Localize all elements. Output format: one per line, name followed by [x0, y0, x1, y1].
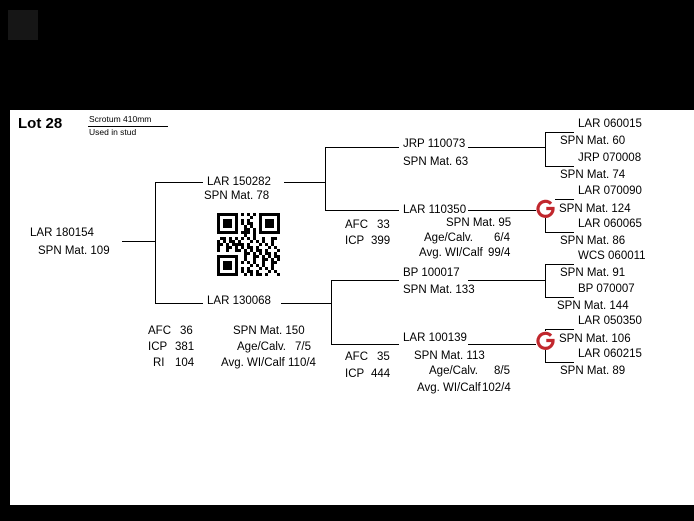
sire-spn: SPN Mat. 78: [204, 190, 270, 202]
dam-stat-afc-label: AFC: [148, 325, 171, 337]
dam-stat-ri-label: RI: [153, 357, 165, 369]
dam-dam-stat-avg-label: Avg. WI/Calf: [417, 382, 481, 394]
sire-dam-stat-avg-label: Avg. WI/Calf: [419, 247, 483, 259]
dam-dam-stat-avg-value: 102/4: [482, 382, 511, 394]
letterbox-artifact: [8, 10, 38, 40]
dam-sire-id: BP 100017: [403, 267, 460, 279]
pedigree-connector-line: [468, 210, 545, 211]
great-grandparent-id: BP 070007: [578, 283, 635, 295]
pedigree-connector-line: [545, 132, 546, 166]
dam-dam-stat-icp-value: 444: [371, 368, 391, 380]
dam-spn: SPN Mat. 150: [233, 325, 305, 337]
pedigree-connector-line: [281, 303, 331, 304]
pedigree-connector-line: [325, 147, 326, 210]
great-grandparent-id: LAR 060015: [578, 118, 642, 130]
great-grandparent-spn: SPN Mat. 89: [560, 365, 626, 377]
pedigree-connector-line: [545, 199, 574, 200]
pedigree-connector-line: [331, 344, 399, 345]
sire-dam-stat-avg-value: 99/4: [488, 247, 511, 259]
sire-dam-stat-afc-label: AFC: [345, 219, 368, 231]
pedigree-connector-line: [155, 182, 156, 303]
scrotum-note: Scrotum 410mm: [89, 114, 152, 124]
dam-dam-id: LAR 100139: [403, 332, 467, 344]
qr-code: [217, 213, 280, 281]
pedigree-connector-line: [284, 182, 325, 183]
sire-dam-stat-icp-value: 399: [371, 235, 391, 247]
pedigree-connector-line: [155, 182, 203, 183]
great-grandparent-spn: SPN Mat. 124: [559, 203, 631, 215]
dam-stat-avg-label: Avg. WI/Calf: [221, 357, 285, 369]
sire-dam-stat-age-label: Age/Calv.: [424, 232, 474, 244]
pedigree-connector-line: [545, 264, 574, 265]
pedigree-connector-line: [468, 147, 545, 148]
dam-stat-icp-value: 381: [175, 341, 195, 353]
subject-spn: SPN Mat. 109: [38, 245, 110, 257]
great-grandparent-spn: SPN Mat. 86: [560, 235, 626, 247]
dam-stat-age-label: Age/Calv.: [237, 341, 287, 353]
pedigree-connector-line: [468, 344, 545, 345]
dam-dam-spn: SPN Mat. 113: [414, 350, 485, 362]
dam-id: LAR 130068: [207, 295, 271, 307]
dam-sire-spn: SPN Mat. 133: [403, 284, 475, 296]
sire-dam-stat-icp-label: ICP: [345, 235, 365, 247]
pedigree-connector-line: [545, 132, 574, 133]
great-grandparent-id: JRP 070008: [578, 152, 642, 164]
great-grandparent-spn: SPN Mat. 60: [560, 135, 626, 147]
great-grandparent-id: LAR 070090: [578, 185, 642, 197]
pedigree-connector-line: [545, 264, 546, 297]
sire-dam-stat-age-value: 6/4: [494, 232, 510, 244]
pedigree-connector-line: [331, 280, 332, 344]
sire-dam-stat-afc-value: 33: [377, 219, 390, 231]
pedigree-connector-line: [545, 166, 574, 167]
great-grandparent-id: LAR 060215: [578, 348, 642, 360]
dam-stat-icp-label: ICP: [148, 341, 168, 353]
dam-dam-stat-age-label: Age/Calv.: [429, 365, 479, 377]
dam-dam-stat-afc-value: 35: [377, 351, 390, 363]
great-grandparent-spn: SPN Mat. 144: [557, 300, 629, 312]
pedigree-connector-line: [122, 241, 155, 242]
dam-stat-ri-value: 104: [175, 357, 195, 369]
catalog-page: [10, 110, 694, 505]
pedigree-connector-line: [325, 147, 399, 148]
dam-dam-stat-age-value: 8/5: [494, 365, 510, 377]
great-grandparent-id: LAR 050350: [578, 315, 642, 327]
sire-dam-id: LAR 110350: [403, 204, 467, 216]
pedigree-connector-line: [545, 329, 574, 330]
dam-stat-avg-value: 110/4: [288, 357, 316, 369]
great-grandparent-id: WCS 060011: [578, 250, 646, 262]
dam-dam-stat-icp-label: ICP: [345, 368, 365, 380]
pedigree-connector-line: [468, 280, 545, 281]
pedigree-connector-line: [325, 210, 399, 211]
pedigree-connector-line: [545, 232, 574, 233]
note-underline: [88, 126, 168, 127]
brand-logo-icon: [536, 199, 555, 218]
dam-stat-age-value: 7/5: [295, 341, 311, 353]
pedigree-connector-line: [155, 303, 203, 304]
sire-sire-spn: SPN Mat. 63: [403, 156, 469, 168]
great-grandparent-spn: SPN Mat. 74: [560, 169, 626, 181]
sire-id: LAR 150282: [207, 176, 271, 188]
great-grandparent-spn: SPN Mat. 91: [560, 267, 626, 279]
lot-number: Lot 28: [18, 115, 63, 132]
dam-dam-stat-afc-label: AFC: [345, 351, 368, 363]
sire-dam-spn: SPN Mat. 95: [446, 217, 512, 229]
great-grandparent-id: LAR 060065: [578, 218, 642, 230]
pedigree-connector-line: [331, 280, 399, 281]
pedigree-connector-line: [545, 297, 574, 298]
pedigree-connector-line: [545, 362, 574, 363]
brand-logo-icon: [536, 331, 555, 350]
great-grandparent-spn: SPN Mat. 106: [559, 333, 631, 345]
subject-id: LAR 180154: [30, 227, 94, 239]
dam-stat-afc-value: 36: [180, 325, 193, 337]
stud-note: Used in stud: [89, 127, 137, 137]
sire-sire-id: JRP 110073: [403, 138, 466, 150]
